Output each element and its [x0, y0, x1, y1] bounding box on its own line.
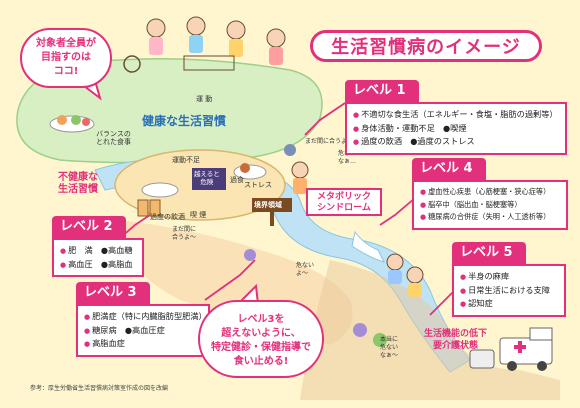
exercising-people	[123, 16, 286, 73]
level-2-item: 高血圧 ●高脂血	[60, 258, 136, 272]
target-note-line: ココ!	[53, 66, 79, 77]
danger-line: 越えると	[194, 170, 220, 178]
bottom-valley	[300, 260, 560, 400]
ambulance	[469, 327, 553, 371]
level-3-item: 肥満症（特に内臓脂肪型肥満）	[84, 310, 207, 324]
level-3-item: 糖尿病 ●高血圧症	[84, 324, 202, 338]
border-sign	[192, 168, 292, 226]
level-4-item: 脳卒中（脳出血・脳梗塞等）	[420, 199, 560, 212]
balanced-meal-line: とれた食事	[96, 138, 131, 146]
level-5-tab: レベル 5	[452, 242, 526, 264]
level-2-box: 肥 満 ●高血糖 高血圧 ●高脂血	[52, 238, 144, 277]
level-4-item: 虚血性心疾患（心筋梗塞・狭心症等）	[420, 186, 560, 199]
level-2-panel: レベル 2 肥 満 ●高血糖 高血圧 ●高脂血	[52, 216, 144, 277]
target-note-bubble: 対象者全員が 目指すのは ココ!	[20, 28, 112, 88]
speech-line: なぁ〜	[380, 352, 399, 359]
level-4-panel: レベル 4 虚血性心疾患（心筋梗塞・狭心症等） 脳卒中（脳出血・脳梗塞等） 糖尿…	[412, 158, 568, 230]
stress-label: ストレス	[244, 181, 272, 189]
level-5-panel: レベル 5 半身の麻痺 日常生活における支障 認知症	[452, 242, 566, 317]
speech-snippet: まだ間に 合うよ〜	[172, 226, 196, 242]
target-note-line: 対象者全員が	[36, 38, 96, 49]
speech-snippet: 危ない よ〜	[296, 262, 314, 278]
drinking-label: 過度の飲酒	[150, 213, 185, 221]
level-2-item: 肥 満 ●高血糖	[60, 244, 136, 258]
level-1-tab: レベル 1	[345, 80, 419, 102]
waterfall	[351, 230, 385, 263]
callout-line: 食い止める!	[233, 356, 289, 367]
level-5-item: 認知症	[460, 297, 558, 311]
function-decline-label: 生活機能の低下 要介護状態	[424, 328, 487, 352]
danger-line: 危険	[200, 178, 214, 186]
level-4-item: 糖尿病の合併症（失明・人工透析等）	[420, 211, 560, 224]
unhealthy-label-line: 生活習慣	[58, 184, 98, 195]
reference-note: 参考：厚生労働省生活習慣病対策室作成の図を改編	[30, 385, 169, 392]
food-plates	[49, 115, 267, 217]
level-5-item: 半身の麻痺	[460, 270, 558, 284]
level-2-tab: レベル 2	[52, 216, 126, 238]
balanced-meal-line: バランスの	[96, 130, 131, 138]
level-1-item: 過度の飲酒 ●過度のストレス	[353, 135, 559, 149]
level-1-panel: レベル 1 不適切な食生活（エネルギー・食塩・脂肪の過剰等） 身体活動・運動不足…	[345, 80, 567, 155]
level-3-item: 高脂血症	[84, 337, 202, 351]
unhealthy-label-line: 不健康な	[58, 172, 98, 183]
decline-line: 要介護状態	[433, 341, 479, 351]
speech-line: 危ない	[296, 262, 315, 269]
connector-level3	[204, 259, 256, 301]
connector-level4	[379, 197, 416, 226]
speech-line: まだ間に	[172, 226, 197, 233]
metabolic-syndrome-label: メタボリック シンドローム	[306, 188, 382, 216]
level-3-panel: レベル 3 肥満症（特に内臓脂肪型肥満） 糖尿病 ●高血圧症 高脂血症	[76, 282, 210, 357]
level-1-item: 不適切な食生活（エネルギー・食塩・脂肪の過剰等）	[353, 108, 559, 122]
speech-line: なぁ…	[338, 158, 357, 165]
level-5-box: 半身の麻痺 日常生活における支障 認知症	[452, 264, 566, 317]
speech-line: 本当に	[380, 336, 399, 343]
border-sign-text: 境界領域	[254, 201, 282, 209]
level-4-tab: レベル 4	[412, 158, 486, 180]
danger-sign-text: 越えると 危険	[194, 170, 220, 186]
connector-level1	[304, 102, 346, 136]
page-title: 生活習慣病のイメージ	[310, 30, 542, 62]
level-3-box: 肥満症（特に内臓脂肪型肥満） 糖尿病 ●高血圧症 高脂血症	[76, 304, 210, 357]
callout-line: レベル3を	[237, 314, 285, 325]
callout-line: 特定健診・保健指導で	[211, 342, 311, 353]
exercise-label: 運 動	[196, 95, 213, 103]
level-3-tab: レベル 3	[76, 282, 150, 304]
level-5-item: 日常生活における支障	[460, 284, 558, 298]
metabolic-line: シンドローム	[317, 203, 371, 213]
target-note-line: 目指すのは	[41, 52, 91, 63]
speech-snippet: まだ間に合うよ〜	[305, 138, 353, 146]
speech-line: 危ない	[380, 344, 399, 351]
decline-line: 生活機能の低下	[424, 329, 488, 339]
level-1-item: 身体活動・運動不足 ●喫煙	[353, 122, 559, 136]
connector-level5	[429, 289, 456, 316]
level-1-box: 不適切な食生活（エネルギー・食塩・脂肪の過剰等） 身体活動・運動不足 ●喫煙 過…	[345, 102, 567, 155]
speech-line: よ〜	[296, 270, 309, 277]
lack-exercise-label: 運動不足	[172, 156, 200, 164]
speech-line: まだ間に合うよ〜	[305, 138, 354, 145]
speech-snippet: 本当に 危ない なぁ〜	[380, 336, 398, 360]
level3-callout: レベル3を 超えないように、 特定健診・保健指導で 食い止める!	[198, 300, 324, 378]
slope-characters	[244, 144, 424, 347]
metabolic-line: メタボリック	[316, 192, 371, 202]
smoking-label: 喫 煙	[190, 211, 207, 219]
healthy-label: 健康な生活習慣	[142, 114, 227, 128]
balanced-meal-label: バランスの とれた食事	[96, 130, 131, 146]
speech-line: 合うよ〜	[172, 234, 197, 241]
overeating-label: 過食	[230, 176, 244, 184]
unhealthy-label: 不健康な 生活習慣	[58, 172, 98, 196]
level-4-box: 虚血性心疾患（心筋梗塞・狭心症等） 脳卒中（脳出血・脳梗塞等） 糖尿病の合併症（…	[412, 180, 568, 230]
callout-line: 超えないように、	[221, 328, 301, 339]
